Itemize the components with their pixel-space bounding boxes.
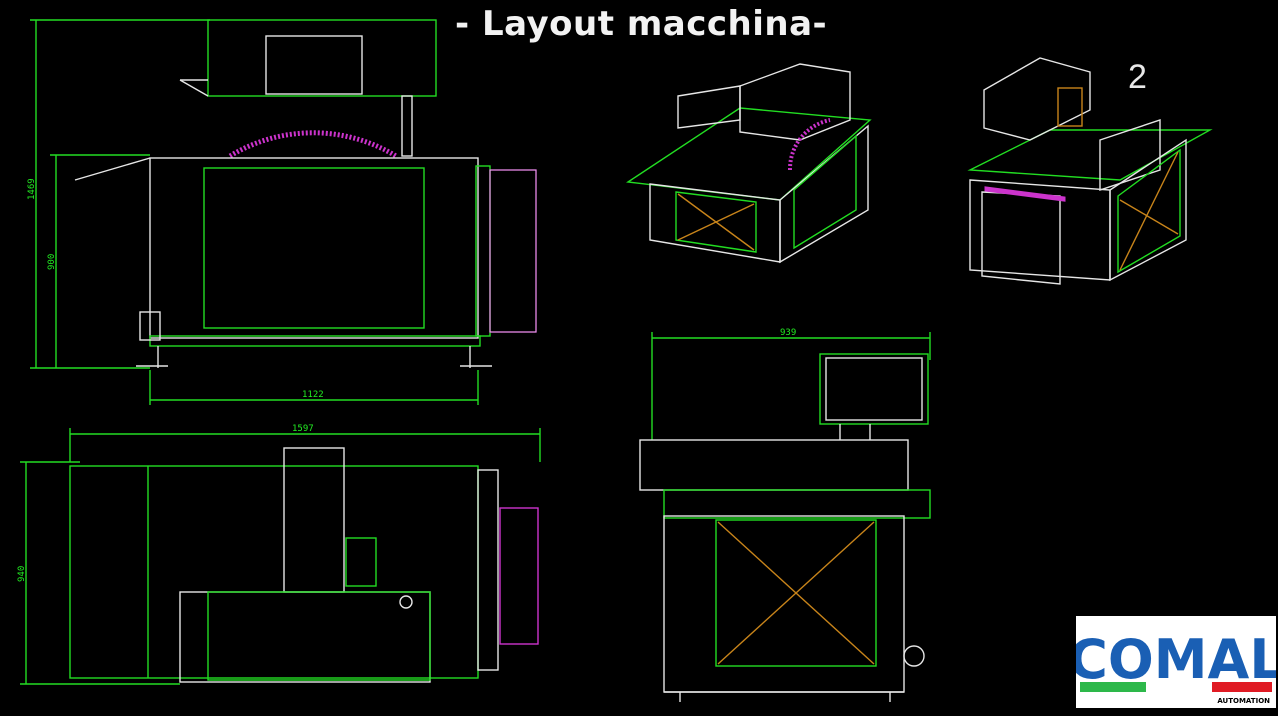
slide-title: - Layout macchina- bbox=[455, 4, 828, 44]
company-logo: COMAL AUTOMATION bbox=[1068, 616, 1278, 708]
dim-body-height: 900 bbox=[47, 254, 57, 270]
logo-mark: COMAL bbox=[1068, 628, 1278, 692]
dim-overall-height: 1469 bbox=[27, 178, 37, 200]
side-view bbox=[639, 332, 931, 702]
dim-top-width: 1597 bbox=[292, 424, 314, 434]
dim-depth: 940 bbox=[17, 566, 27, 582]
dim-side-width: 939 bbox=[780, 328, 796, 338]
dim-front-width: 1122 bbox=[302, 390, 324, 400]
logo-word: COMAL bbox=[1076, 628, 1276, 691]
front-view bbox=[30, 19, 537, 405]
top-view bbox=[20, 428, 541, 685]
isometric-view-1 bbox=[626, 63, 872, 264]
isometric-view-2 bbox=[967, 57, 1213, 285]
logo-subtitle: AUTOMATION bbox=[1217, 697, 1270, 705]
page-number: 2 bbox=[1128, 58, 1147, 96]
